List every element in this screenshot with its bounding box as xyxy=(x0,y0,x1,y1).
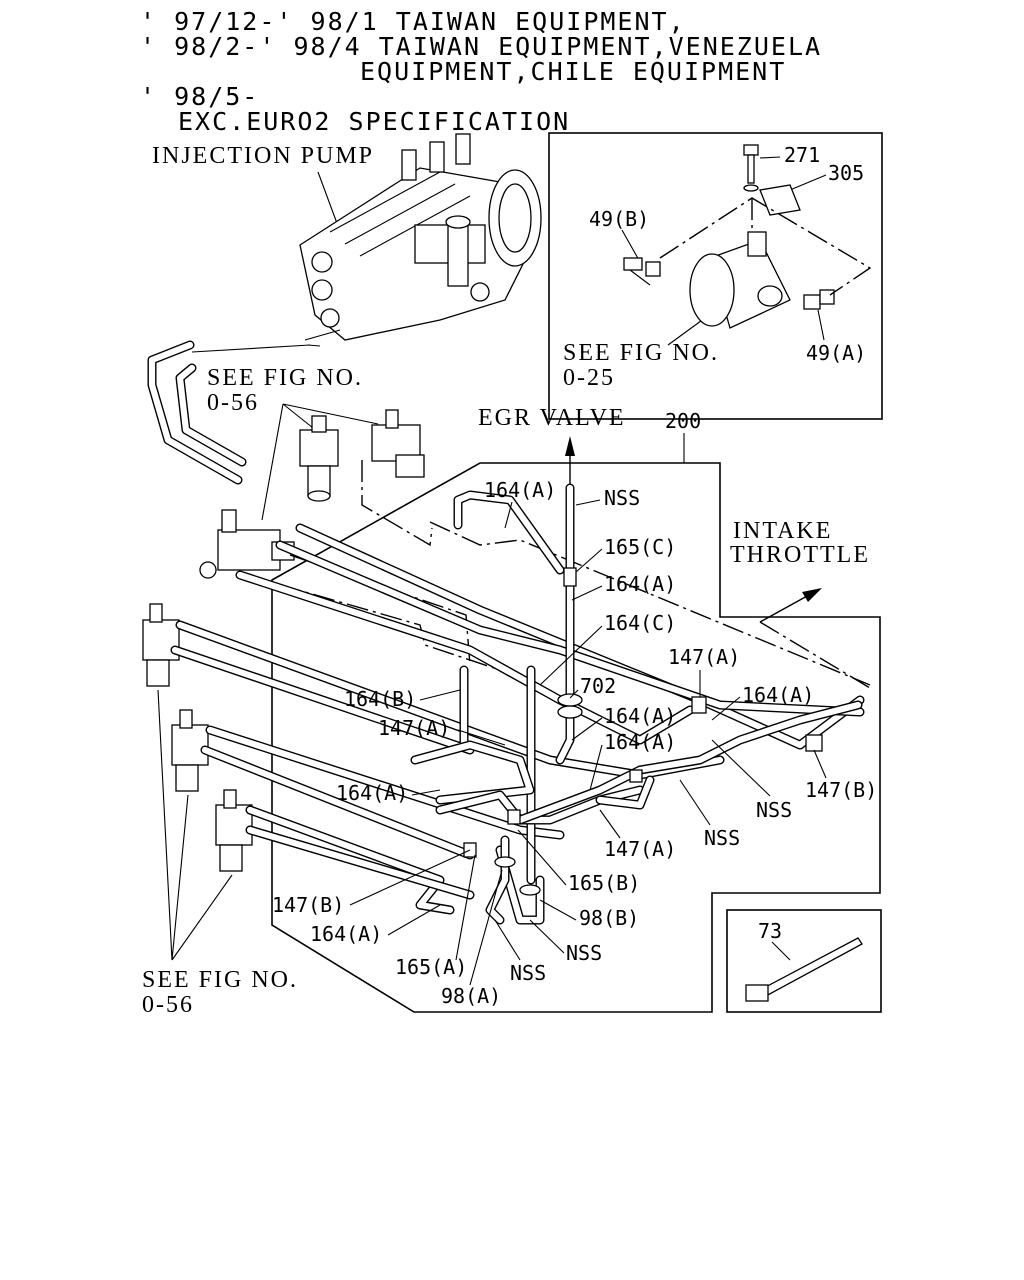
label-164a-right: 164(A) xyxy=(742,683,814,707)
label-49b: 49(B) xyxy=(589,207,649,231)
injection-pump-leader xyxy=(317,171,339,227)
inset-see-fig-1: SEE FIG NO. xyxy=(563,340,719,366)
label-271: 271 xyxy=(784,143,820,167)
label-164a-bottom: 164(A) xyxy=(310,922,382,946)
label-147a-mid: 147(A) xyxy=(378,716,450,740)
label-164b: 164(B) xyxy=(344,687,416,711)
vsv-solenoid-icon xyxy=(299,415,339,502)
header-line-4: ' 98/5- xyxy=(140,82,259,111)
intake-throttle-label-2: THROTTLE xyxy=(730,542,870,568)
inset-hose-clamp: 271 305 49(B) 49(A) SEE FIG NO. 0-25 xyxy=(548,132,883,420)
inset-frame xyxy=(548,132,883,420)
bracket-icon xyxy=(759,184,801,216)
see-fig-bottom-leaders xyxy=(157,689,233,961)
header-line-3: EQUIPMENT,CHILE EQUIPMENT xyxy=(360,57,786,86)
vsv-solenoid-icon xyxy=(215,789,253,872)
pump-connection-line xyxy=(191,344,311,353)
label-165b: 165(B) xyxy=(568,871,640,895)
label-165c: 165(C) xyxy=(604,535,676,559)
label-147a-low: 147(A) xyxy=(604,837,676,861)
vsv-solenoid-icon xyxy=(371,409,425,478)
egr-valve-label: EGR VALVE xyxy=(478,405,626,431)
label-164a-4: 164(A) xyxy=(604,730,676,754)
assembly-outline-200 xyxy=(271,462,881,1013)
header-line-5: EXC.EURO2 SPECIFICATION xyxy=(178,107,570,136)
header-line-2: ' 98/2-' 98/4 TAIWAN EQUIPMENT,VENEZUELA xyxy=(140,32,822,61)
connection-lines xyxy=(245,460,871,689)
see-fig-top-label-1: SEE FIG NO. xyxy=(207,365,363,391)
injection-pump-label: INJECTION PUMP xyxy=(152,143,374,169)
pipe-icon xyxy=(689,231,791,329)
label-nss-bottom: NSS xyxy=(510,961,546,985)
see-fig-top-label-2: 0-56 xyxy=(207,390,259,416)
label-73: 73 xyxy=(758,919,782,943)
label-200: 200 xyxy=(665,409,701,433)
label-98b: 98(B) xyxy=(579,906,639,930)
label-164a-3: 164(A) xyxy=(604,704,676,728)
injection-pump-icon xyxy=(299,133,542,347)
label-98a: 98(A) xyxy=(441,984,501,1008)
inset-small-frame xyxy=(726,909,882,1013)
vsv-solenoid-icon xyxy=(171,709,209,792)
header-line-1: ' 97/12-' 98/1 TAIWAN EQUIPMENT, xyxy=(140,7,686,36)
label-nss-mid: NSS xyxy=(704,826,740,850)
label-49a: 49(A) xyxy=(806,341,866,365)
vsv-solenoid-icon xyxy=(142,603,180,687)
bolt-icon xyxy=(743,144,759,192)
hose-clip-icon xyxy=(803,289,835,310)
label-147b-left: 147(B) xyxy=(272,893,344,917)
label-702: 702 xyxy=(580,674,616,698)
header-block: ' 97/12-' 98/1 TAIWAN EQUIPMENT, ' 98/2-… xyxy=(140,7,822,136)
part-labels: 164(A) NSS 165(C) 164(A) 164(C) 147(A) 1… xyxy=(272,478,877,1008)
label-165a: 165(A) xyxy=(395,955,467,979)
see-fig-bottom-label-2: 0-56 xyxy=(142,992,194,1018)
label-305: 305 xyxy=(828,161,864,185)
intake-throttle-label-1: INTAKE xyxy=(733,518,832,544)
label-nss-right: NSS xyxy=(756,798,792,822)
label-164a-top: 164(A) xyxy=(484,478,556,502)
label-164c: 164(C) xyxy=(604,611,676,635)
inset-cable-tie: 73 xyxy=(726,909,882,1013)
label-nss-low: NSS xyxy=(566,941,602,965)
label-147a-right: 147(A) xyxy=(668,645,740,669)
label-147b-right: 147(B) xyxy=(805,778,877,802)
label-164a-left: 164(A) xyxy=(336,781,408,805)
label-nss-top: NSS xyxy=(604,486,640,510)
hose-clip-icon xyxy=(623,257,661,286)
inset-see-fig-2: 0-25 xyxy=(563,365,615,391)
see-fig-bottom-label-1: SEE FIG NO. xyxy=(142,967,298,993)
label-164a-2: 164(A) xyxy=(604,572,676,596)
cable-tie-icon xyxy=(745,937,863,1002)
